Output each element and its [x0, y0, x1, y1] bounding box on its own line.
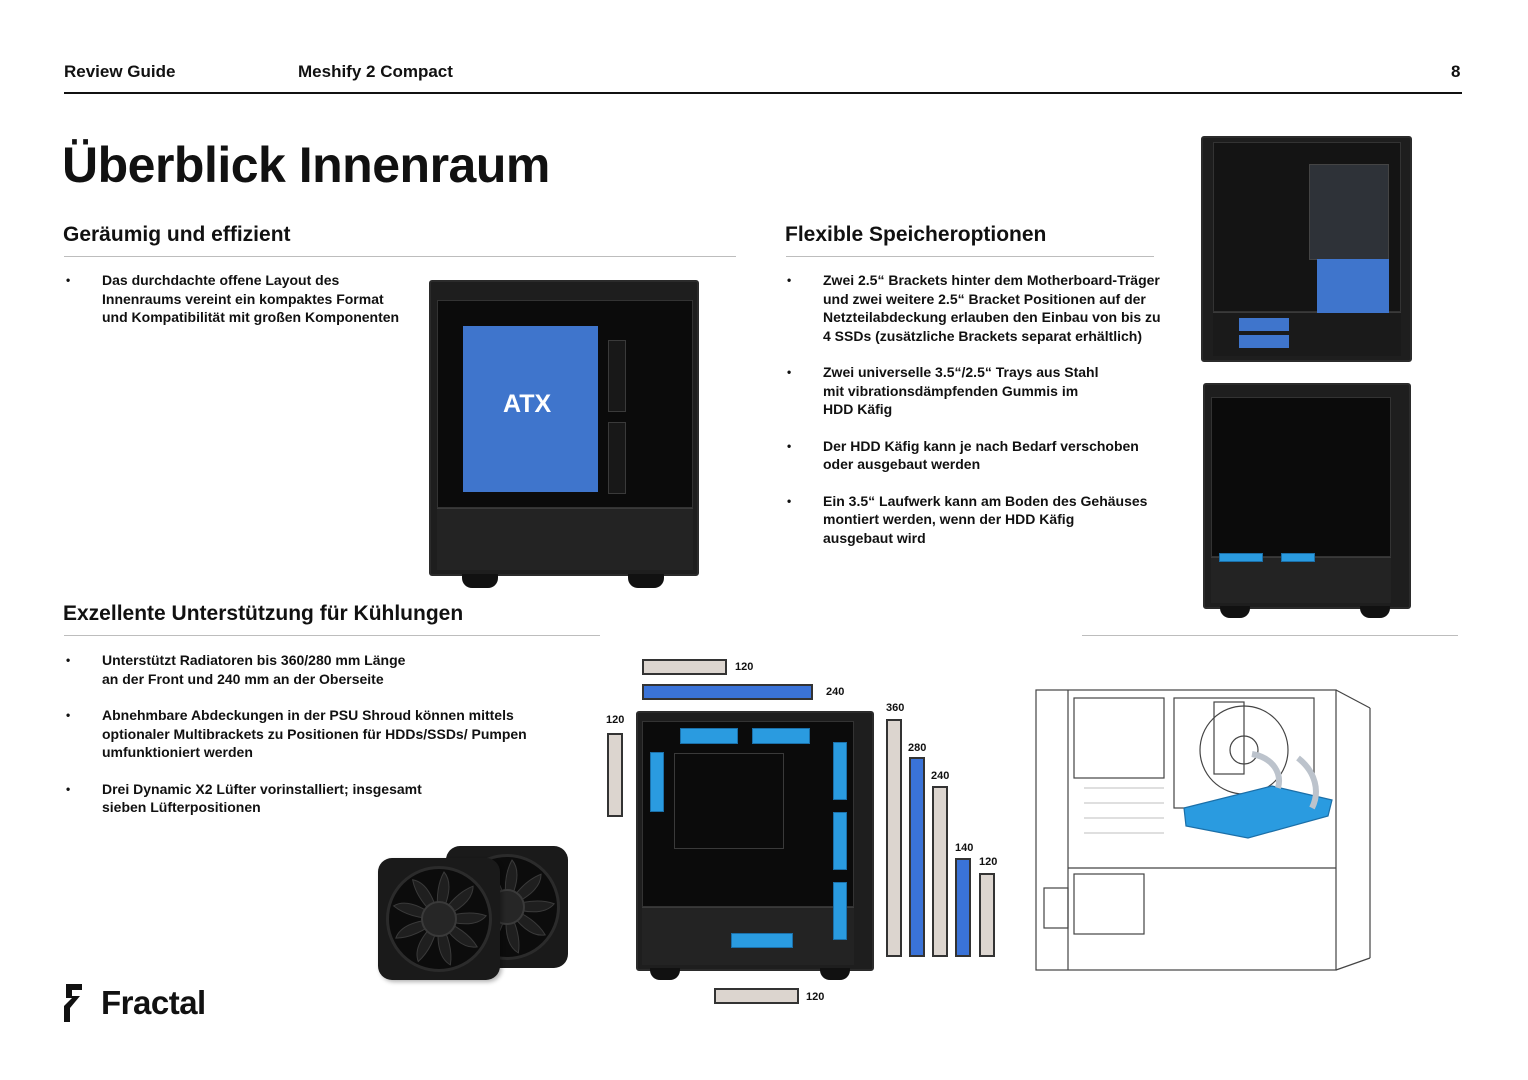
bullet-item: Ein 3.5“ Laufwerk kann am Boden des Gehä… — [785, 492, 1185, 548]
bullet-item: Das durchdachte offene Layout des Innenr… — [64, 271, 424, 327]
header-product-name: Meshify 2 Compact — [298, 62, 453, 81]
bullet-item: Zwei universelle 3.5“/2.5“ Trays aus Sta… — [785, 363, 1185, 419]
hdd-tray-highlight — [1281, 553, 1315, 562]
ssd-bracket-highlight — [1317, 259, 1389, 313]
bullet-list-space: Das durchdachte offene Layout des Innenr… — [64, 271, 424, 345]
radiator-label-top-120: 120 — [735, 661, 754, 673]
section-heading-cooling: Exzellente Unterstützung für Kühlungen — [63, 602, 464, 625]
radiator-label-rear-120: 120 — [606, 714, 625, 726]
section-divider — [64, 256, 736, 257]
section-divider — [1082, 635, 1458, 636]
radiator-bar-front-360 — [886, 719, 902, 957]
section-heading-space: Geräumig und effizient — [63, 223, 291, 246]
radiator-label-top-240: 240 — [826, 686, 845, 698]
radiator-label-front-120: 120 — [979, 856, 998, 868]
fan-position-top — [752, 728, 810, 744]
psu-shroud-line-drawing — [1035, 689, 1371, 971]
radiator-bar-top-120 — [642, 659, 727, 675]
fan-position-front — [833, 742, 847, 800]
bullet-item: Zwei 2.5“ Brackets hinter dem Motherboar… — [785, 271, 1185, 345]
page-title: Überblick Innenraum — [62, 137, 550, 193]
section-divider — [64, 635, 600, 636]
radiator-bar-front-240 — [932, 786, 948, 957]
radiator-label-front-360: 360 — [886, 702, 905, 714]
radiator-bar-front-120 — [979, 873, 995, 957]
radiator-bar-front-280 — [909, 757, 925, 957]
brand-name: Fractal — [101, 984, 206, 1021]
radiator-bar-bottom-120 — [714, 988, 799, 1004]
header-guide-label: Review Guide — [64, 62, 176, 81]
page-number: 8 — [1451, 62, 1461, 81]
radiator-label-front-280: 280 — [908, 742, 927, 754]
hdd-tray-highlight — [1219, 553, 1263, 562]
fractal-logo-icon — [64, 984, 82, 1022]
fan-position-front — [833, 812, 847, 870]
radiator-label-front-140: 140 — [955, 842, 974, 854]
bullet-item: Abnehmbare Abdeckungen in der PSU Shroud… — [64, 706, 564, 762]
fan-position-rear — [650, 752, 664, 812]
radiator-bar-front-140 — [955, 858, 971, 957]
radiator-bar-top-240 — [642, 684, 813, 700]
ssd-bracket-highlight — [1239, 335, 1289, 348]
bullet-item: Drei Dynamic X2 Lüfter vorinstalliert; i… — [64, 780, 564, 817]
header-divider — [64, 92, 1462, 94]
section-divider — [786, 256, 1154, 257]
atx-label: ATX — [503, 390, 552, 418]
fan-position-top — [680, 728, 738, 744]
radiator-bar-rear-120 — [607, 733, 623, 817]
atx-board-highlight — [463, 326, 598, 492]
bullet-item: Der HDD Käfig kann je nach Bedarf versch… — [785, 437, 1185, 474]
fan-position-bottom — [731, 933, 793, 948]
radiator-label-front-240: 240 — [931, 770, 950, 782]
radiator-label-bottom-120: 120 — [806, 991, 825, 1003]
bullet-item: Unterstützt Radiatoren bis 360/280 mm Lä… — [64, 651, 564, 688]
fan-position-front — [833, 882, 847, 940]
bullet-list-cooling: Unterstützt Radiatoren bis 360/280 mm Lä… — [64, 651, 564, 835]
ssd-bracket-highlight — [1239, 318, 1289, 331]
bullet-list-storage: Zwei 2.5“ Brackets hinter dem Motherboar… — [785, 271, 1185, 565]
section-heading-storage: Flexible Speicheroptionen — [785, 223, 1047, 246]
